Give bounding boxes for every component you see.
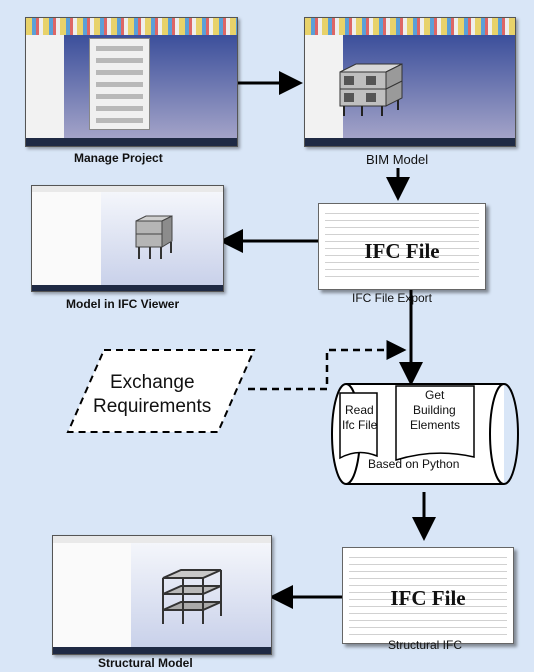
ifc-file-title-bottom: IFC File xyxy=(390,586,466,610)
taskbar xyxy=(53,646,271,654)
caption-ifc-file-export: IFC File Export xyxy=(352,291,433,305)
structural-model-screenshot xyxy=(52,535,272,655)
bim-building-icon xyxy=(339,63,403,116)
read-ifc-label-2: Ifc File xyxy=(342,418,378,432)
ifc-file-title-top: IFC File xyxy=(364,239,440,263)
tree-panel xyxy=(26,34,65,139)
project-dialog xyxy=(89,38,151,131)
manage-project-screenshot xyxy=(25,17,238,147)
ifc-viewer-screenshot xyxy=(31,185,224,292)
read-ifc-doc-shape xyxy=(339,392,378,460)
ifc-file-document-bottom: IFC File xyxy=(342,547,514,644)
viewer-building-icon xyxy=(135,215,173,259)
caption-structural-model: Structural Model xyxy=(98,656,193,670)
caption-structural-ifc: Structural IFC xyxy=(388,638,463,652)
taskbar xyxy=(32,284,223,291)
get-elements-label-3: Elements xyxy=(410,418,461,432)
get-elements-label-2: Building xyxy=(413,403,456,417)
get-elements-label-1: Get xyxy=(425,388,445,402)
dashed-exchange-connector xyxy=(248,340,407,391)
toolbar-strip xyxy=(32,186,223,193)
properties-panel xyxy=(32,192,102,285)
python-process-cylinder xyxy=(331,383,519,485)
exchange-requirements-shape xyxy=(66,349,256,433)
exchange-requirements-line2: Requirements xyxy=(93,396,212,417)
tree-panel xyxy=(305,34,344,139)
based-on-python-label: Based on Python xyxy=(368,457,460,471)
caption-manage-project: Manage Project xyxy=(74,151,163,165)
read-ifc-label-1: Read xyxy=(345,403,374,417)
bim-model-screenshot xyxy=(304,17,516,147)
code-lines xyxy=(325,210,479,283)
toolbar-strip xyxy=(305,18,515,35)
taskbar xyxy=(26,138,237,146)
ifc-file-document-top: IFC File xyxy=(318,203,486,290)
get-elements-doc-shape xyxy=(395,385,475,462)
properties-panel xyxy=(53,543,133,647)
exchange-requirements-line1: Exchange xyxy=(110,372,195,393)
toolbar-strip xyxy=(26,18,237,35)
toolbar-strip xyxy=(53,536,271,544)
taskbar xyxy=(305,138,515,146)
caption-bim-model: BIM Model xyxy=(366,152,429,167)
structural-frame-icon xyxy=(162,569,222,624)
caption-model-in-viewer: Model in IFC Viewer xyxy=(66,297,180,311)
code-lines xyxy=(349,554,507,637)
